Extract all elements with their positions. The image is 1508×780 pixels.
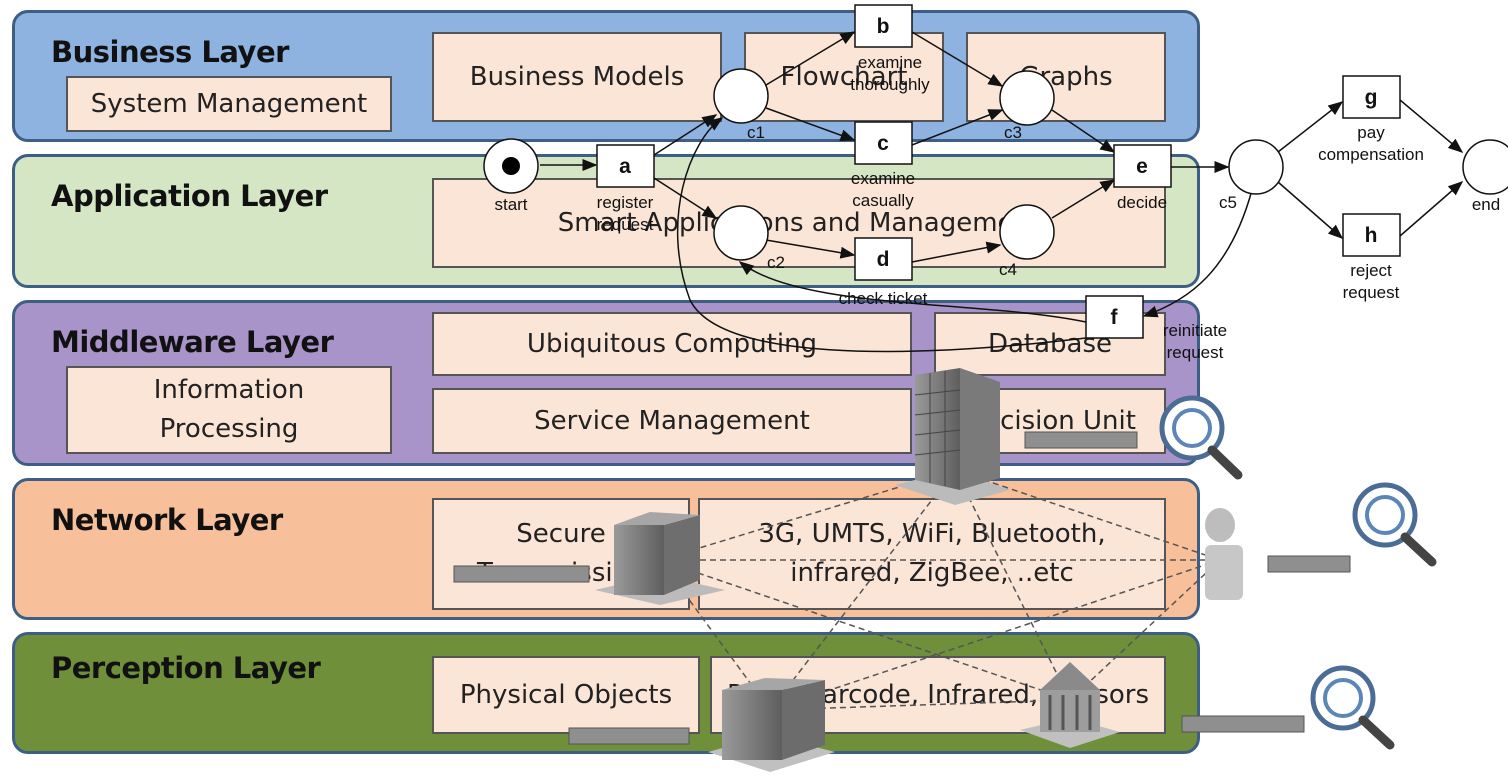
place-c5-label: c5 [1219,193,1237,212]
middleware-layer-title: Middleware Layer [51,325,334,359]
ubiquitous-computing-box: Ubiquitous Computing [432,312,912,376]
business-models-box: Business Models [432,32,722,122]
place-c2-label: c2 [767,253,785,272]
bank-building-icon [1020,662,1120,748]
petri-net-arcs [540,31,1464,353]
signal-bars-icon [453,431,1351,745]
petri-net-places [483,68,1508,261]
service-management-box: Service Management [432,388,912,454]
end-label: end [1472,195,1500,214]
application-layer-title: Application Layer [51,179,328,213]
petri-net-transitions [596,4,1401,339]
transition-a-label: a [619,155,631,178]
place-c3-label: c3 [1004,123,1022,142]
transition-b-label: b [877,15,890,38]
business-layer-title: Business Layer [51,35,289,69]
transition-e-label: e [1136,155,1148,178]
office-building-icon [708,678,835,772]
house-icon [595,512,725,605]
decide-label: decide [1117,193,1167,212]
network-layer-title: Network Layer [51,503,283,537]
check-ticket-label: check ticket [839,289,928,308]
network-links [659,469,1221,711]
office-tower-icon [895,368,1010,505]
place-c4-label: c4 [999,260,1017,279]
transition-h-label: h [1365,224,1378,247]
magnifier-icon [1159,395,1243,480]
person-icon [1205,508,1243,600]
system-management-box: System Management [66,76,392,132]
transition-c-label: c [877,132,889,155]
transition-d-label: d [877,248,890,271]
magnifier-icon [1310,665,1395,750]
transition-g-label: g [1365,86,1378,109]
physical-objects-box: Physical Objects [432,656,700,734]
start-label: start [494,195,527,214]
start-token [502,157,520,175]
information-processing-box: Information Processing [66,366,392,454]
wireless-protocols-box: 3G, UMTS, WiFi, Bluetooth, infrared, Zig… [698,498,1166,610]
perception-layer-title: Perception Layer [51,651,321,685]
magnifier-icon [1352,482,1437,567]
transition-f-label: f [1111,306,1119,329]
place-c1-label: c1 [747,123,765,142]
